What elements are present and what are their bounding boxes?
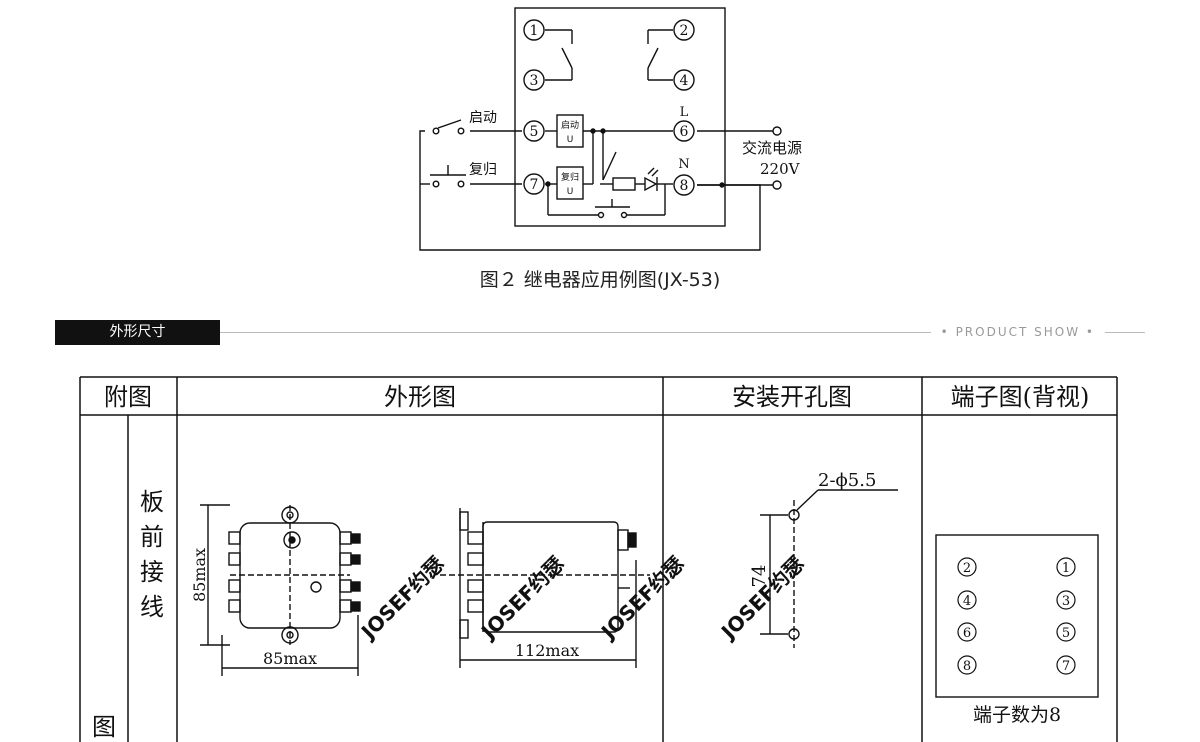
- ac-terminal-L: [772, 126, 782, 136]
- terminal-diagram-2: 2: [963, 561, 971, 576]
- terminal-5: [523, 120, 545, 142]
- start-switch-contact-a: [432, 127, 440, 135]
- terminal-1: [523, 19, 545, 41]
- line-N-label: N: [678, 157, 689, 172]
- hole-spacing-label: 74: [749, 565, 770, 588]
- reset-label: 复归: [469, 161, 497, 178]
- terminal-diagram-8: 8: [963, 659, 971, 674]
- header-outline: 外形图: [384, 383, 456, 411]
- row-label-char: 线: [140, 593, 164, 621]
- terminal-2: [673, 19, 695, 41]
- terminal-diagram-7: 7: [1062, 659, 1070, 674]
- terminal-8-label: 8: [680, 178, 689, 194]
- terminal-6-label: 6: [680, 124, 689, 140]
- row-label-char: 前: [140, 523, 164, 551]
- row-label-char: 板: [140, 488, 164, 516]
- terminal-4: [673, 69, 695, 91]
- ac-terminal-N: [772, 180, 782, 190]
- terminal-6: [673, 120, 695, 142]
- terminal-4-label: 4: [680, 73, 689, 89]
- section-title: 外形尺寸: [55, 320, 220, 345]
- hole-spec-label: 2-ϕ5.5: [818, 470, 876, 491]
- start-coil-label: 启动: [561, 119, 579, 131]
- terminal-diagram-3: 3: [1062, 594, 1070, 609]
- dim-width-label: 85max: [263, 649, 317, 668]
- row-label-figure: 图: [92, 713, 116, 741]
- terminal-8: [673, 174, 695, 196]
- svg-text:板前接线: 板前接线: [140, 488, 164, 621]
- dim-depth-label: 112max: [515, 641, 579, 660]
- figure-caption: 图２ 继电器应用例图(JX-53): [479, 269, 721, 291]
- header-mounting-holes: 安装开孔图: [732, 383, 852, 411]
- terminal-count: 端子数为8: [973, 704, 1061, 726]
- terminal-diagram-6: 6: [963, 626, 971, 641]
- reset-coil: [556, 166, 584, 200]
- start-label: 启动: [469, 110, 497, 126]
- section-divider: [220, 332, 1145, 333]
- terminal-diagram-1: 1: [1062, 561, 1070, 576]
- power-voltage: 220V: [760, 160, 801, 178]
- front-view: [200, 504, 361, 676]
- power-label: 交流电源: [742, 139, 802, 157]
- relay-housing-outline: [514, 7, 726, 227]
- svg-text:JOSEF约瑟: JOSEF约瑟: [595, 551, 688, 644]
- dim-height-label: 85max: [190, 548, 209, 602]
- terminal-diagram-4: 4: [963, 594, 971, 609]
- reset-switch-contact-b: [457, 180, 465, 188]
- terminal-block: [935, 534, 1099, 698]
- reset-coil-unit: U: [567, 187, 574, 197]
- terminal-5-label: 5: [530, 124, 539, 140]
- row-label-char: 接: [140, 558, 164, 586]
- row-label-vertical: 板前接线: [140, 488, 164, 621]
- reset-switch-contact-a: [432, 180, 440, 188]
- section-header: 外形尺寸 • PRODUCT SHOW •: [55, 320, 1145, 345]
- line-L-label: L: [680, 105, 689, 120]
- led: [644, 176, 658, 192]
- reset-coil-label: 复归: [561, 171, 579, 183]
- mounting-hole-diagram: [760, 489, 898, 648]
- header-terminal-diagram: 端子图(背视): [951, 383, 1090, 411]
- terminal-1-label: 1: [530, 23, 539, 39]
- side-view: [440, 508, 650, 668]
- relay-circuit-diagram: 1 2 3 4 5 6 7 8 启动 复归 启动 U 复归 U 交流电源 L N…: [419, 7, 802, 251]
- watermark-group: JOSEF约瑟 JOSEF约瑟 JOSEF约瑟 JOSEF约瑟: [355, 551, 808, 644]
- start-coil-unit: U: [567, 135, 574, 145]
- svg-text:JOSEF约瑟: JOSEF约瑟: [475, 551, 568, 644]
- terminal-3: [523, 69, 545, 91]
- terminal-2-label: 2: [680, 23, 689, 39]
- svg-text:JOSEF约瑟: JOSEF约瑟: [355, 551, 448, 644]
- start-switch-contact-b: [457, 127, 465, 135]
- terminal-diagram-5: 5: [1062, 626, 1070, 641]
- header-figure: 附图: [104, 383, 152, 411]
- terminal-7: [523, 173, 545, 195]
- terminal-3-label: 3: [530, 73, 539, 89]
- terminal-7-label: 7: [530, 177, 539, 193]
- product-show-label: • PRODUCT SHOW •: [930, 323, 1105, 341]
